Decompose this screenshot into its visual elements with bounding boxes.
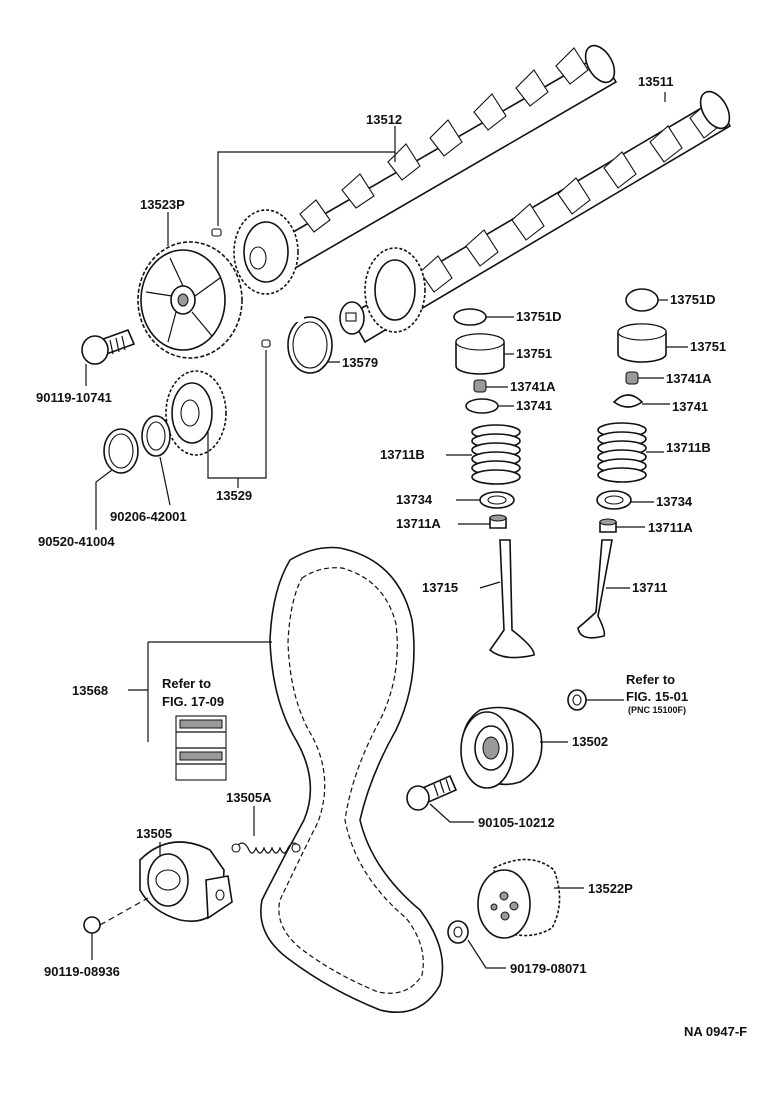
label-13502: 13502 bbox=[572, 734, 608, 749]
tensioner-13505 bbox=[139, 841, 233, 922]
label-13529: 13529 bbox=[216, 488, 252, 503]
label-13751D-left: 13751D bbox=[516, 309, 562, 324]
label-13523P: 13523P bbox=[140, 197, 185, 212]
timing-belt bbox=[260, 546, 444, 1014]
label-13711A-left: 13711A bbox=[396, 516, 441, 531]
label-13711: 13711 bbox=[632, 580, 667, 595]
label-13734-right: 13734 bbox=[656, 494, 693, 509]
label-13522P: 13522P bbox=[588, 881, 633, 896]
label-13734-left: 13734 bbox=[396, 492, 433, 507]
label-90206-42001: 90206-42001 bbox=[110, 509, 187, 524]
label-13751-right: 13751 bbox=[690, 339, 726, 354]
label-13711A-right: 13711A bbox=[648, 520, 693, 535]
snap-ring-13579 bbox=[287, 312, 333, 374]
nut-90119-08936 bbox=[83, 897, 149, 934]
label-13741-left: 13741 bbox=[516, 398, 552, 413]
label-90520-41004: 90520-41004 bbox=[38, 534, 115, 549]
bolt-90119-10741 bbox=[81, 328, 136, 365]
label-13741-right: 13741 bbox=[672, 399, 708, 414]
idler-pulley-13502 bbox=[460, 706, 543, 789]
label-13741A-left: 13741A bbox=[510, 379, 556, 394]
sub-gear-13529 bbox=[165, 370, 227, 456]
label-90119-08936: 90119-08936 bbox=[44, 964, 120, 979]
label-13711B-right: 13711B bbox=[666, 440, 711, 455]
camshaft-13512 bbox=[260, 44, 618, 280]
part-labels: 13511 13512 13523P 90119-10741 13579 135… bbox=[36, 74, 747, 1039]
label-13741A-right: 13741A bbox=[666, 371, 712, 386]
label-13511: 13511 bbox=[638, 74, 673, 89]
camshaft-gear-13512 bbox=[233, 209, 299, 295]
valve-train-left bbox=[453, 308, 535, 659]
snap-ring-90520-41004 bbox=[103, 428, 139, 474]
key-pin-upper bbox=[211, 228, 222, 237]
label-13711B-left: 13711B bbox=[380, 447, 425, 462]
label-90179-08071: 90179-08071 bbox=[510, 961, 587, 976]
figure-id: NA 0947-F bbox=[684, 1024, 747, 1039]
label-13512: 13512 bbox=[366, 112, 402, 127]
plug-ref-15-01 bbox=[567, 689, 587, 711]
label-13568: 13568 bbox=[72, 683, 108, 698]
label-13751D-right: 13751D bbox=[670, 292, 716, 307]
tension-spring-13505A bbox=[231, 842, 301, 854]
refer-fig-17-09-line1: Refer to bbox=[162, 676, 211, 691]
bolt-90105-10212 bbox=[406, 774, 458, 811]
label-13715: 13715 bbox=[422, 580, 458, 595]
belt-label-sheet bbox=[147, 641, 272, 781]
label-90119-10741: 90119-10741 bbox=[36, 390, 112, 405]
wave-washer-90206-42001 bbox=[141, 415, 171, 457]
label-90105-10212: 90105-10212 bbox=[478, 815, 555, 830]
crank-pulley-13522P bbox=[477, 858, 561, 939]
refer-fig-17-09-line2: FIG. 17-09 bbox=[162, 694, 224, 709]
refer-fig-15-01-line2: FIG. 15-01 bbox=[626, 689, 688, 704]
label-13505A: 13505A bbox=[226, 790, 272, 805]
key-pin-lower bbox=[261, 339, 271, 348]
refer-fig-15-01-pnc: (PNC 15100F) bbox=[628, 705, 686, 715]
washer-90179-08071 bbox=[447, 920, 469, 944]
valve-train-right bbox=[577, 288, 667, 639]
label-13579: 13579 bbox=[342, 355, 378, 370]
label-13751-left: 13751 bbox=[516, 346, 552, 361]
label-13505: 13505 bbox=[136, 826, 172, 841]
camshaft-13511 bbox=[348, 90, 732, 344]
camshaft-gear-13511 bbox=[339, 247, 426, 335]
leader-lines bbox=[85, 92, 688, 969]
refer-fig-15-01-line1: Refer to bbox=[626, 672, 675, 687]
timing-pulley-13523P bbox=[137, 241, 243, 359]
